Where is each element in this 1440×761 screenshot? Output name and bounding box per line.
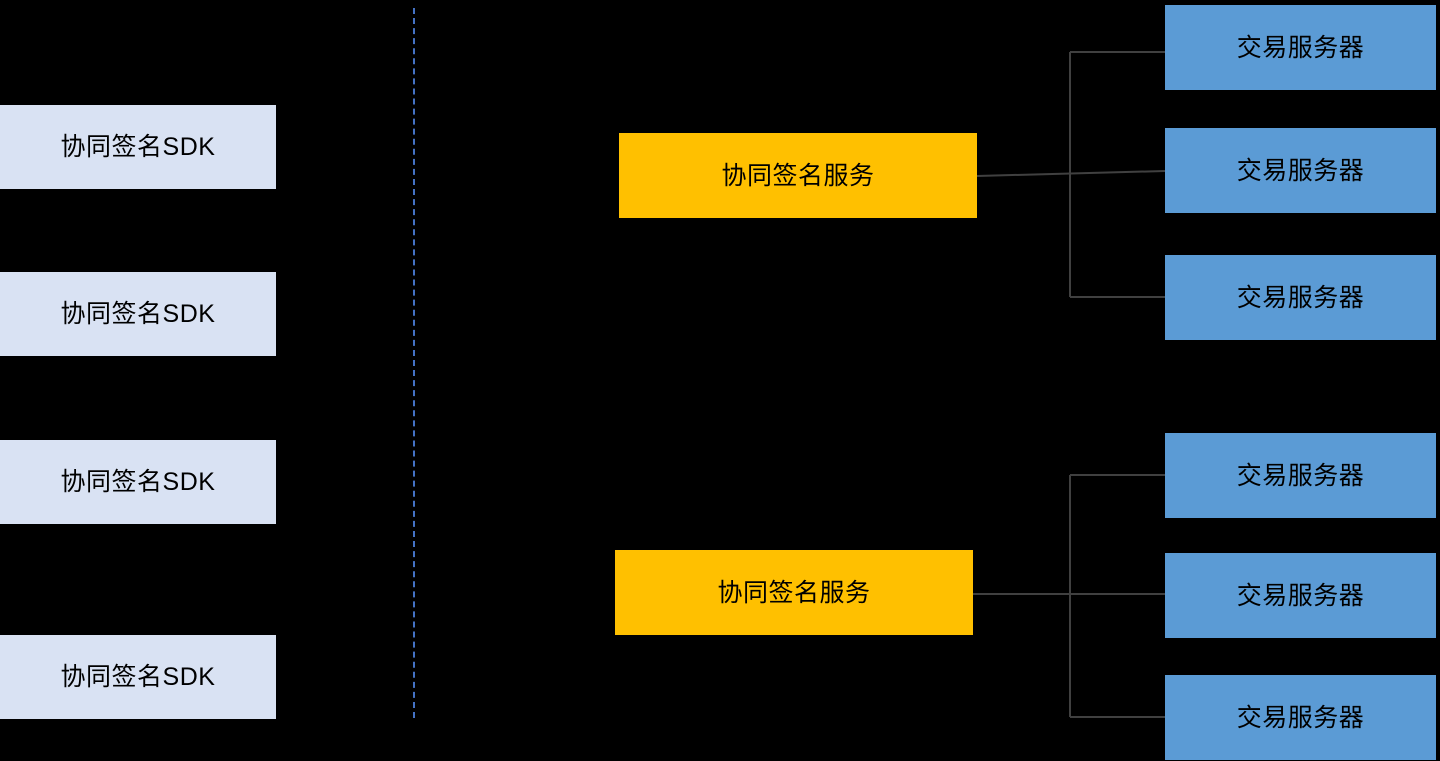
transaction-server-node-4[interactable]: 交易服务器 (1165, 433, 1436, 518)
sdk-node-3-label: 协同签名SDK (60, 468, 216, 496)
sdk-node-4-label: 协同签名SDK (60, 663, 216, 691)
sign-service-node-1-label: 协同签名服务 (721, 161, 875, 190)
sdk-node-2[interactable]: 协同签名SDK (0, 272, 276, 356)
sdk-node-3[interactable]: 协同签名SDK (0, 440, 276, 524)
sdk-node-1[interactable]: 协同签名SDK (0, 105, 276, 189)
transaction-server-node-1[interactable]: 交易服务器 (1165, 5, 1436, 90)
sign-service-node-2[interactable]: 协同签名服务 (615, 550, 973, 635)
sign-service-node-1[interactable]: 协同签名服务 (619, 133, 977, 218)
sdk-node-2-label: 协同签名SDK (60, 300, 216, 328)
transaction-server-node-5[interactable]: 交易服务器 (1165, 553, 1436, 638)
transaction-server-node-4-label: 交易服务器 (1236, 461, 1365, 490)
sdk-node-1-label: 协同签名SDK (60, 133, 216, 161)
transaction-server-node-3-label: 交易服务器 (1236, 283, 1365, 312)
connector-service-1-trunk (976, 170, 1166, 177)
transaction-server-node-6[interactable]: 交易服务器 (1165, 675, 1436, 760)
transaction-server-node-1-label: 交易服务器 (1236, 33, 1365, 62)
vertical-dashed-divider (413, 8, 415, 718)
sdk-node-4[interactable]: 协同签名SDK (0, 635, 276, 719)
transaction-server-node-3[interactable]: 交易服务器 (1165, 255, 1436, 340)
sign-service-node-2-label: 协同签名服务 (717, 578, 871, 607)
transaction-server-node-2[interactable]: 交易服务器 (1165, 128, 1436, 213)
transaction-server-node-6-label: 交易服务器 (1236, 703, 1365, 732)
transaction-server-node-5-label: 交易服务器 (1236, 581, 1365, 610)
transaction-server-node-2-label: 交易服务器 (1236, 156, 1365, 185)
